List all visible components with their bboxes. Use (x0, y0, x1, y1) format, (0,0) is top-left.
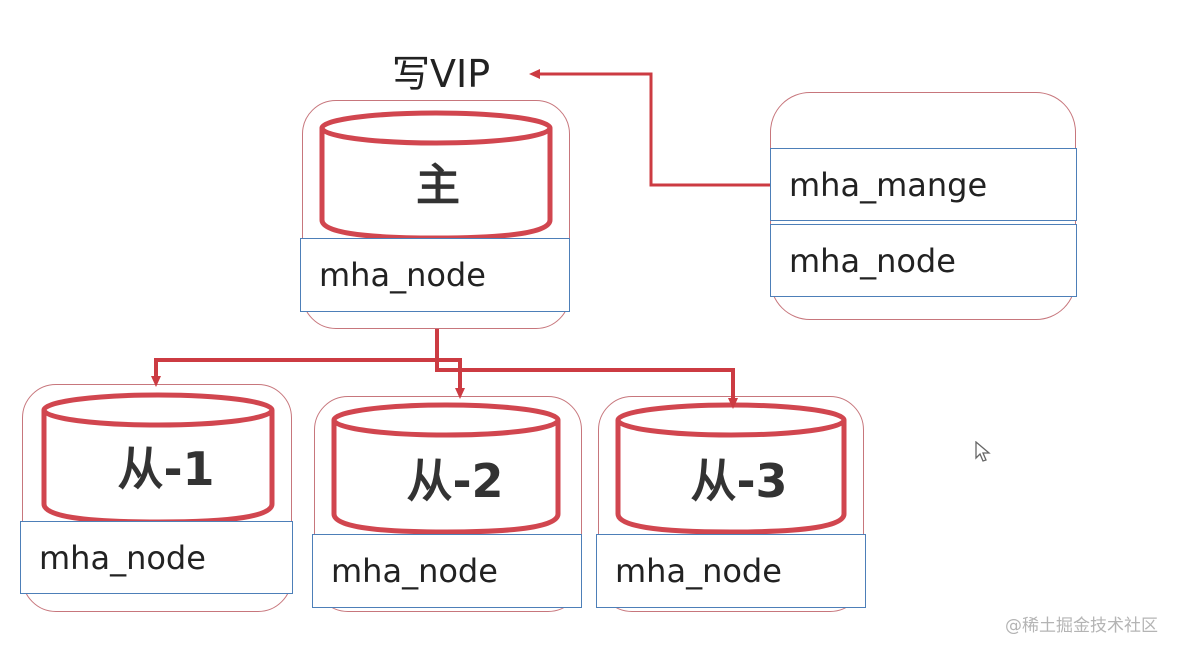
slave-3-mha-node-box: mha_node (596, 534, 866, 608)
connector-master-to-slave-3 (435, 360, 738, 409)
master-database-icon (319, 110, 553, 241)
slave-2-database-icon (331, 402, 561, 535)
master-database-label: 主 (416, 160, 460, 211)
manager-mha-mange-box: mha_mange (770, 148, 1077, 221)
slave-1-database-label: 从-1 (117, 442, 215, 496)
slave-1-mha-node-box: mha_node (20, 521, 293, 594)
slave-2-database-label: 从-2 (406, 454, 504, 508)
write-vip-arrow (529, 69, 770, 187)
master-mha-node-box: mha_node (300, 238, 570, 312)
slave-3-database-label: 从-3 (690, 454, 788, 508)
mouse-pointer-icon (975, 441, 991, 462)
slave-2-mha-node-box: mha_node (312, 534, 582, 608)
connector-master-to-slave-2 (435, 329, 465, 399)
connector-master-to-slave-1 (151, 329, 439, 387)
manager-mha-node-box: mha_node (770, 224, 1077, 297)
slave-3-database-icon (615, 402, 847, 535)
watermark-text: @稀土掘金技术社区 (1005, 616, 1158, 636)
write-vip-label: 写VIP (392, 52, 491, 96)
replication-connectors (151, 329, 738, 409)
